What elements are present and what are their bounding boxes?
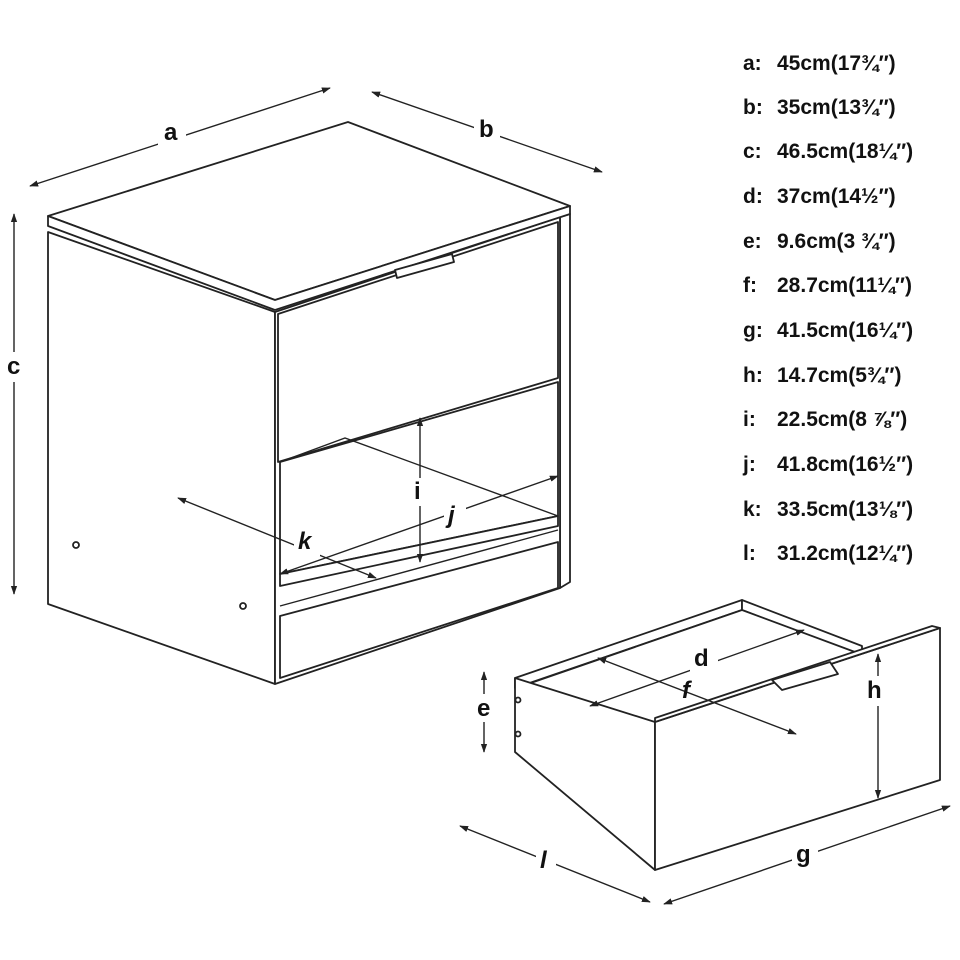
legend-value: 41.8cm(16½″) (777, 453, 914, 476)
legend-key: a: (743, 52, 762, 75)
legend-key: l: (743, 542, 756, 565)
legend-row-a: a: 45cm(17¾″) (743, 52, 896, 88)
cam-hole (239, 602, 247, 610)
legend-key: c: (743, 140, 762, 163)
cabinet-right-side (559, 213, 571, 589)
legend-row-j: j: 41.8cm(16½″) (743, 453, 913, 489)
nightstand-cabinet (47, 121, 571, 685)
dim-arrow-f (597, 657, 797, 735)
dim-label-d: d (694, 645, 709, 672)
dimension-letters: a b c i j k d f e h l g (4, 116, 892, 876)
legend-value: 14.7cm(5¾″) (777, 364, 902, 387)
legend-key: b: (743, 96, 763, 119)
cabinet-drawer-handle (394, 253, 455, 279)
legend-row-f: f: 28.7cm(11¼″) (743, 274, 912, 310)
legend-key: e: (743, 230, 762, 253)
legend-value: 35cm(13¾″) (777, 96, 896, 119)
legend-row-e: e: 9.6cm(3 ¾″) (743, 230, 896, 266)
legend-value: 46.5cm(18¼″) (777, 140, 914, 163)
legend-row-b: b: 35cm(13¾″) (743, 96, 896, 132)
dim-arrow-k (177, 497, 377, 579)
legend-row-l: l: 31.2cm(12¼″) (743, 542, 913, 578)
legend-row-c: c: 46.5cm(18¼″) (743, 140, 913, 176)
legend-row-h: h: 14.7cm(5¾″) (743, 364, 901, 400)
legend-value: 33.5cm(13⅛″) (777, 498, 914, 521)
legend-row-d: d: 37cm(14½″) (743, 185, 896, 221)
legend-key: g: (743, 319, 763, 342)
cabinet-drawer-front (277, 221, 559, 463)
dim-label-f: f (682, 677, 692, 704)
dim-label-l: l (540, 847, 548, 874)
legend-value: 22.5cm(8 ⅞″) (777, 408, 908, 431)
dim-label-c: c (7, 353, 20, 380)
legend-key: h: (743, 364, 763, 387)
legend-key: d: (743, 185, 763, 208)
screw-hole (514, 696, 522, 704)
legend-value: 37cm(14½″) (777, 185, 896, 208)
dim-label-b: b (479, 116, 494, 143)
dim-label-g: g (796, 841, 811, 868)
legend-value: 41.5cm(16¼″) (777, 319, 914, 342)
cam-hole (72, 541, 80, 549)
legend-key: j: (743, 453, 756, 476)
legend-value: 31.2cm(12¼″) (777, 542, 914, 565)
cabinet-left-side (47, 231, 276, 685)
cabinet-top-edge (47, 205, 571, 311)
legend-value: 9.6cm(3 ¾″) (777, 230, 896, 253)
legend-row-g: g: 41.5cm(16¼″) (743, 319, 913, 355)
dim-label-h: h (867, 677, 882, 704)
dim-label-i: i (414, 478, 421, 505)
dim-label-e: e (477, 695, 490, 722)
dim-label-k: k (298, 528, 313, 555)
legend-row-k: k: 33.5cm(13⅛″) (743, 498, 913, 534)
legend-key: i: (743, 408, 756, 431)
screw-hole (514, 730, 522, 738)
dim-label-j: j (445, 502, 456, 529)
legend-value: 45cm(17¾″) (777, 52, 896, 75)
legend-value: 28.7cm(11¼″) (777, 274, 912, 297)
legend-key: f: (743, 274, 757, 297)
legend-row-i: i: 22.5cm(8 ⅞″) (743, 408, 907, 444)
dim-label-a: a (164, 119, 178, 146)
drawer-unit (514, 599, 941, 871)
legend-key: k: (743, 498, 762, 521)
